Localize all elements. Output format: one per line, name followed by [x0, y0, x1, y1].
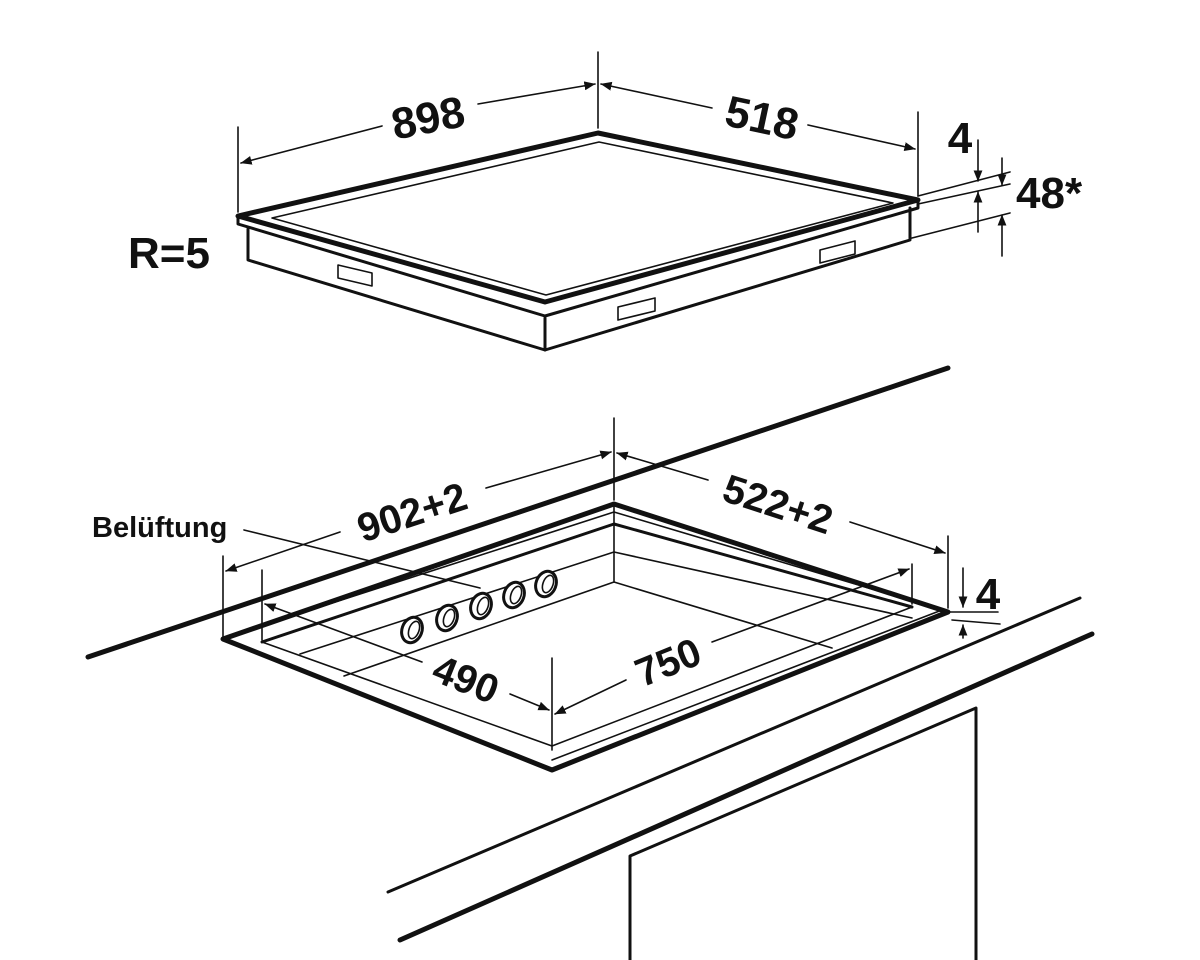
worktop-drawing [85, 365, 1095, 960]
inner-width-label: 750 [629, 630, 707, 696]
inner-depth-label: 490 [426, 647, 504, 713]
vent-hole [534, 569, 558, 599]
dimension-arrow-490-left [264, 603, 423, 663]
extension-line [917, 183, 1011, 205]
vent-hole [435, 603, 459, 633]
vent-hole [502, 580, 526, 610]
hob-vent-slot [337, 264, 373, 287]
cutout-back-wall [299, 551, 913, 655]
cutout-recess-line [261, 641, 553, 747]
vent-hole [400, 615, 424, 645]
cutout-recess-line [551, 606, 913, 747]
dimension-arrow-750-left [554, 679, 627, 715]
extension-line [911, 212, 1011, 239]
hob-vent-slot [819, 240, 856, 264]
dimension-arrow-898-right [477, 81, 596, 105]
hob-depth-label: 518 [721, 87, 803, 150]
dimension-arrow-518-left [600, 81, 713, 109]
ventilation-holes [400, 569, 558, 645]
dimension-arrow-522-right [849, 521, 946, 554]
dimension-arrow-518-right [807, 124, 916, 152]
cabinet-door [628, 706, 978, 960]
extension-line [917, 171, 1011, 197]
worktop-front-bottom-edge [397, 631, 1095, 943]
cutout-width-label: 902+2 [352, 475, 472, 552]
corner-radius-label: R=5 [128, 229, 210, 278]
hob-height-label: 48* [1016, 169, 1083, 218]
dimension-arrow-898-left [240, 125, 383, 165]
hob-vent-slot [617, 297, 656, 321]
vent-hole [469, 591, 493, 621]
cutout-edge-label: 4 [976, 570, 1001, 619]
glass-thickness-label: 4 [948, 114, 973, 163]
extension-line [951, 619, 1001, 625]
ventilation-leader-line [243, 529, 481, 589]
dimension-arrow-522-left [616, 451, 709, 481]
dimension-arrow-490-right [509, 693, 550, 711]
dimension-arrow-902-right [485, 450, 612, 489]
dimension-arrow-902-left [225, 531, 341, 572]
cutout-outer-edge [220, 501, 951, 773]
dimension-arrow-750-right [711, 568, 910, 643]
hob-glass-frame [271, 141, 894, 296]
hob-dimensions [237, 51, 1011, 257]
worktop-front-top-edge [386, 596, 1082, 894]
worktop-back-edge [85, 365, 951, 660]
cutout-drawing [220, 501, 951, 773]
hob-drawing [235, 130, 921, 352]
hob-glass-edge [236, 198, 920, 318]
cutout-dimensions [222, 417, 1001, 751]
hob-width-label: 898 [387, 87, 468, 149]
ventilation-label: Belüftung [92, 512, 227, 544]
cutout-recess-edge [260, 522, 914, 644]
cutout-depth-label: 522+2 [717, 467, 837, 544]
